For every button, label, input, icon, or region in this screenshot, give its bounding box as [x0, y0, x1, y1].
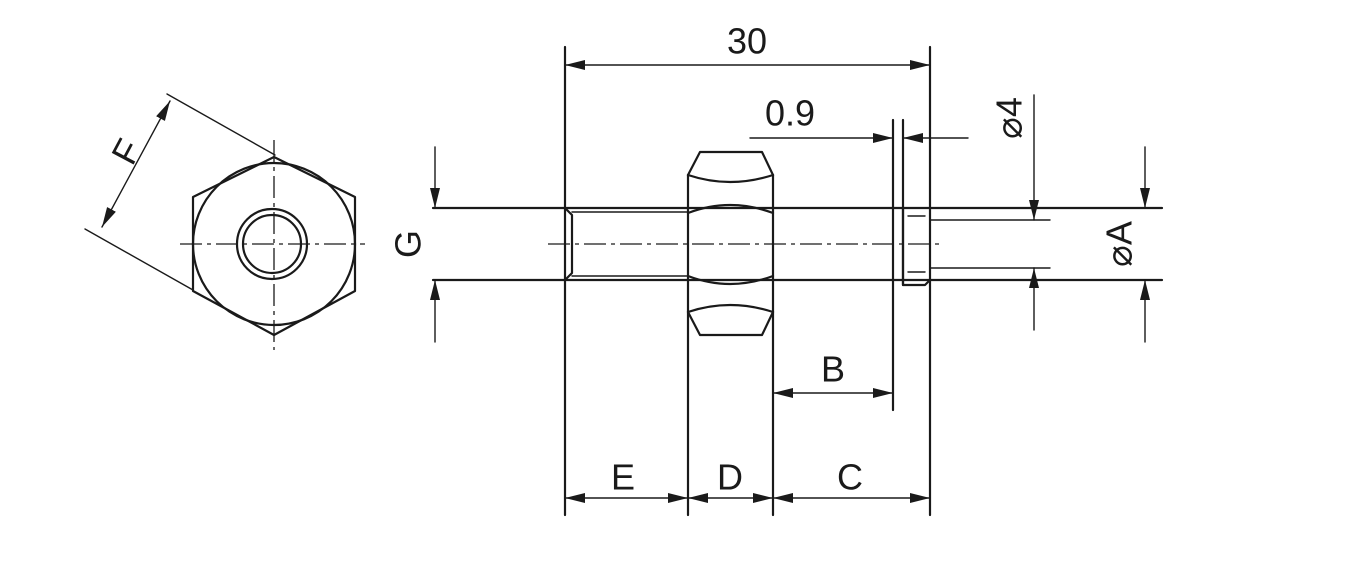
dim-f-label: F	[103, 132, 150, 171]
nut-top-arc	[686, 173, 775, 184]
nut-bottom-chamfer	[686, 310, 775, 337]
f-dimension-line	[101, 100, 171, 228]
nut-top-chamfer	[686, 150, 775, 177]
dim-e-label: E	[611, 457, 635, 498]
dim-d-label: D	[717, 457, 743, 498]
dim-c-label: C	[837, 457, 863, 498]
dim-0-9-label: 0.9	[765, 93, 815, 134]
side-view: 30 0.9 ⌀4 ⌀A G B E D C	[388, 21, 1164, 517]
dim-b-label: B	[821, 349, 845, 390]
nut-upper-arc	[686, 203, 775, 215]
end-view: F	[84, 93, 365, 350]
f-extension-bottom	[84, 228, 194, 291]
dim-30-label: 30	[727, 21, 767, 62]
dim-diam4-label: ⌀4	[989, 97, 1030, 139]
dim-g-label: G	[388, 230, 429, 258]
pin-collar	[901, 206, 932, 287]
dim-diamA-label: ⌀A	[1099, 221, 1140, 267]
nut-bottom-arc	[686, 303, 775, 314]
thread-chamfer	[563, 206, 574, 282]
f-extension-top	[166, 93, 276, 156]
nut-lower-arc	[686, 274, 775, 286]
